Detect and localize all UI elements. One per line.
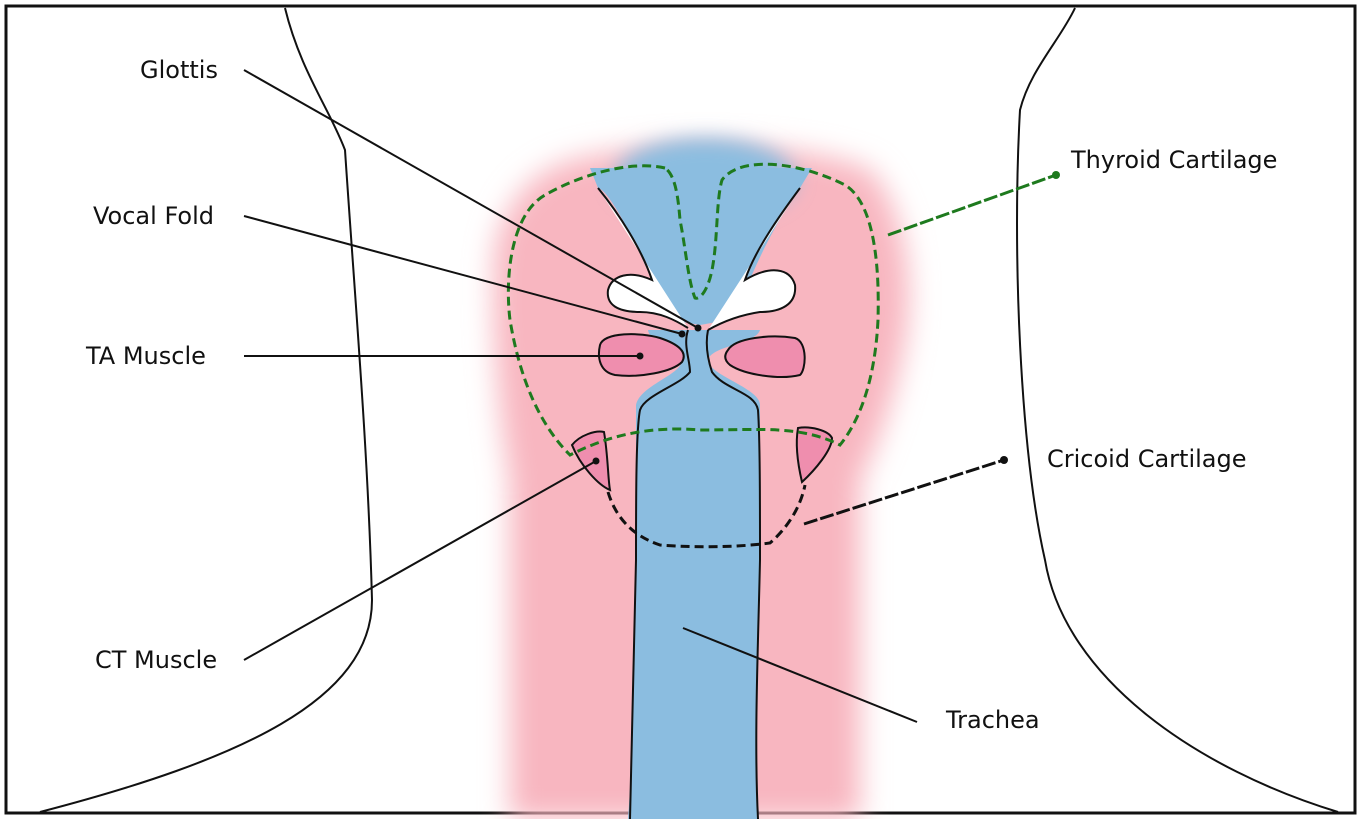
trachea-label: Trachea bbox=[946, 706, 1040, 734]
ta-muscle-label: TA Muscle bbox=[86, 342, 206, 370]
ct-muscle-label: CT Muscle bbox=[95, 646, 217, 674]
airway-body bbox=[628, 330, 760, 819]
glottis-leader-dot bbox=[695, 325, 702, 332]
cricoid-cartilage-label: Cricoid Cartilage bbox=[1047, 445, 1247, 473]
vocal-fold-label: Vocal Fold bbox=[93, 202, 214, 230]
cricoid-leader-dot bbox=[1000, 456, 1008, 464]
ta-muscle-leader-dot bbox=[637, 353, 644, 360]
vocal-fold-leader-dot bbox=[679, 331, 686, 338]
glottis-label: Glottis bbox=[140, 56, 218, 84]
thyroid-leader-dot bbox=[1052, 171, 1060, 179]
ct-muscle-leader-dot bbox=[593, 458, 600, 465]
thyroid-cartilage-label: Thyroid Cartilage bbox=[1071, 146, 1277, 174]
